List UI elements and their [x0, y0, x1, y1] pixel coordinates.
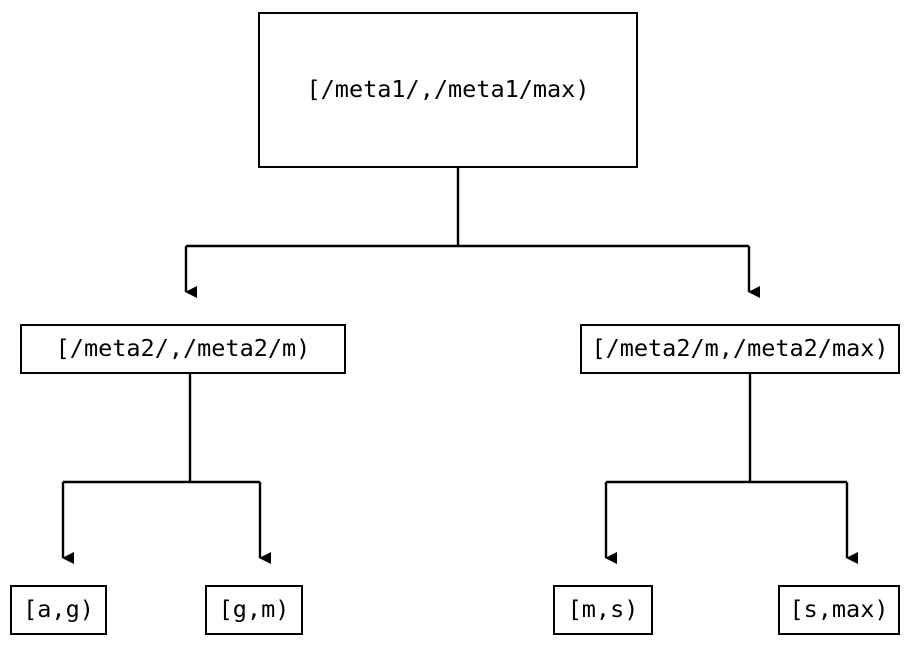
tree-leaf-a-g-label: [a,g) — [23, 595, 94, 624]
tree-leaf-m-s[interactable]: [m,s) — [553, 585, 653, 635]
tree-leaf-g-m[interactable]: [g,m) — [205, 585, 303, 635]
tree-leaf-m-s-label: [m,s) — [567, 595, 639, 624]
edge-root-to-midlevel — [184, 168, 760, 298]
tree-node-left-mid[interactable]: [/meta2/,/meta2/m) — [20, 324, 346, 374]
tree-node-left-mid-label: [/meta2/,/meta2/m) — [55, 334, 311, 363]
tree-node-root[interactable]: [/meta1/,/meta1/max) — [258, 12, 638, 168]
edge-leftmid-to-leaves — [61, 374, 271, 564]
edge-rightmid-to-leaves — [604, 374, 858, 564]
tree-node-right-mid[interactable]: [/meta2/m,/meta2/max) — [580, 324, 900, 374]
tree-leaf-s-max-label: [s,max) — [789, 595, 889, 624]
tree-leaf-g-m-label: [g,m) — [218, 595, 290, 624]
tree-node-root-label: [/meta1/,/meta1/max) — [306, 75, 590, 104]
tree-node-right-mid-label: [/meta2/m,/meta2/max) — [591, 334, 889, 363]
tree-leaf-a-g[interactable]: [a,g) — [10, 585, 107, 635]
tree-leaf-s-max[interactable]: [s,max) — [778, 585, 900, 635]
